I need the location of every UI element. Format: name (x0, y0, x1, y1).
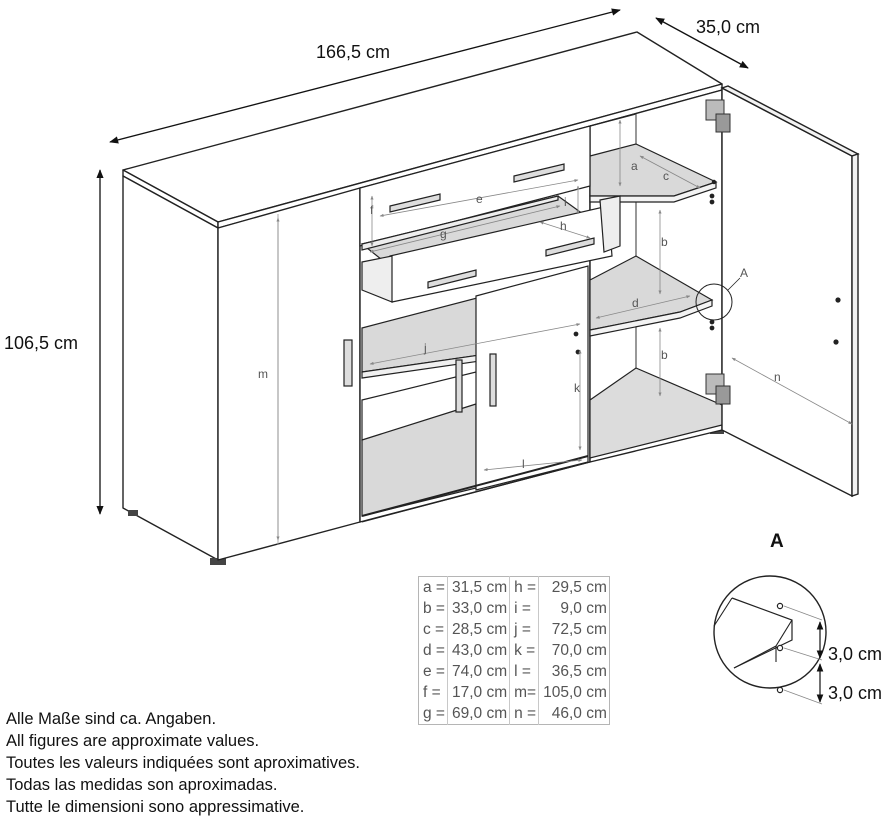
table-cell-right-val: 105,0 cm (543, 684, 607, 701)
table-cell-left-val: 74,0 cm (447, 661, 511, 682)
detail-marker-circle (695, 283, 733, 321)
sliding-door (475, 265, 589, 491)
cabinet-left-side (122, 175, 219, 561)
table-cell-left-key: c = (418, 619, 448, 640)
table-cell-left-key: e = (418, 661, 448, 682)
label-j: j (423, 341, 427, 355)
table-cell-left-val: 33,0 cm (447, 598, 511, 619)
table-cell-right-val: 36,5 cm (551, 663, 607, 680)
middle-compartment (359, 125, 621, 523)
detail-dim-lower: 3,0 cm (828, 683, 882, 703)
label-f: f (370, 203, 374, 217)
table-cell-left-val: 69,0 cm (447, 703, 511, 725)
table-cell-right-key: j = (509, 619, 540, 640)
table-cell-left-val: 17,0 cm (447, 682, 511, 703)
label-m: m (258, 367, 268, 381)
table-cell-right-key: m= (509, 682, 540, 703)
left-door (217, 187, 361, 561)
table-cell-left-key: b = (418, 598, 448, 619)
table-cell-right-key: h = (509, 576, 540, 598)
left-door-handle (343, 339, 353, 387)
label-n: n (774, 370, 781, 384)
part-labels: a b b c d e f g h i j k l m n A (258, 159, 781, 471)
label-i: i (564, 195, 567, 209)
depth-dimension: 35,0 cm (655, 17, 760, 69)
note-line: Tutte le dimensioni sono appressimative. (6, 798, 305, 816)
height-dimension: 106,5 cm (4, 169, 104, 515)
detail-dim-upper: 3,0 cm (828, 644, 882, 664)
open-drawer-handle-left (427, 269, 477, 289)
width-dimension: 166,5 cm (109, 8, 621, 144)
table-cell-right-key: n = (509, 703, 540, 725)
table-cell-right-val: 9,0 cm (560, 600, 607, 617)
table-cell-left-val: 28,5 cm (447, 619, 511, 640)
table-cell-right-val: 46,0 cm (551, 705, 607, 722)
label-l: l (522, 457, 525, 471)
label-d: d (632, 296, 639, 310)
table-cell-right-key: k = (509, 640, 540, 661)
internal-dimension-lines (276, 119, 853, 541)
detail-title: A (770, 531, 784, 552)
table-cell-right-val: 72,5 cm (551, 621, 607, 638)
table-cell-left-key: g = (418, 703, 448, 725)
note-line: Toutes les valeurs indiquées sont aproxi… (6, 754, 361, 772)
label-b-upper: b (661, 235, 668, 249)
table-cell-left-val: 43,0 cm (447, 640, 511, 661)
table-cell-right-key: i = (509, 598, 540, 619)
height-label: 106,5 cm (4, 333, 78, 353)
label-b-lower: b (661, 348, 668, 362)
table-cell-left-key: d = (418, 640, 448, 661)
detail-circle (713, 575, 827, 689)
table-cell-right-key: l = (509, 661, 540, 682)
table-cell-left-val: 31,5 cm (447, 576, 511, 598)
note-line: Todas las medidas son aproximadas. (6, 776, 278, 794)
depth-label: 35,0 cm (696, 17, 760, 37)
table-cell-right-val: 29,5 cm (551, 579, 607, 596)
label-g: g (440, 227, 447, 241)
width-label: 166,5 cm (316, 42, 390, 62)
label-detail-ref: A (740, 266, 748, 280)
label-k: k (574, 381, 581, 395)
label-a: a (631, 159, 638, 173)
approximate-values-notes: Alle Maße sind ca. Angaben. All figures … (6, 708, 360, 818)
table-cell-right-val: 70,0 cm (551, 642, 607, 659)
table-cell-left-key: f = (418, 682, 448, 703)
note-line: Alle Maße sind ca. Angaben. (6, 710, 217, 728)
label-h: h (560, 219, 567, 233)
label-e: e (476, 192, 483, 206)
detail-a: A 3,0 cm 3,0 cm (713, 531, 882, 705)
note-line: All figures are approximate values. (6, 732, 260, 750)
table-cell-left-key: a = (418, 576, 448, 598)
label-c: c (663, 169, 669, 183)
